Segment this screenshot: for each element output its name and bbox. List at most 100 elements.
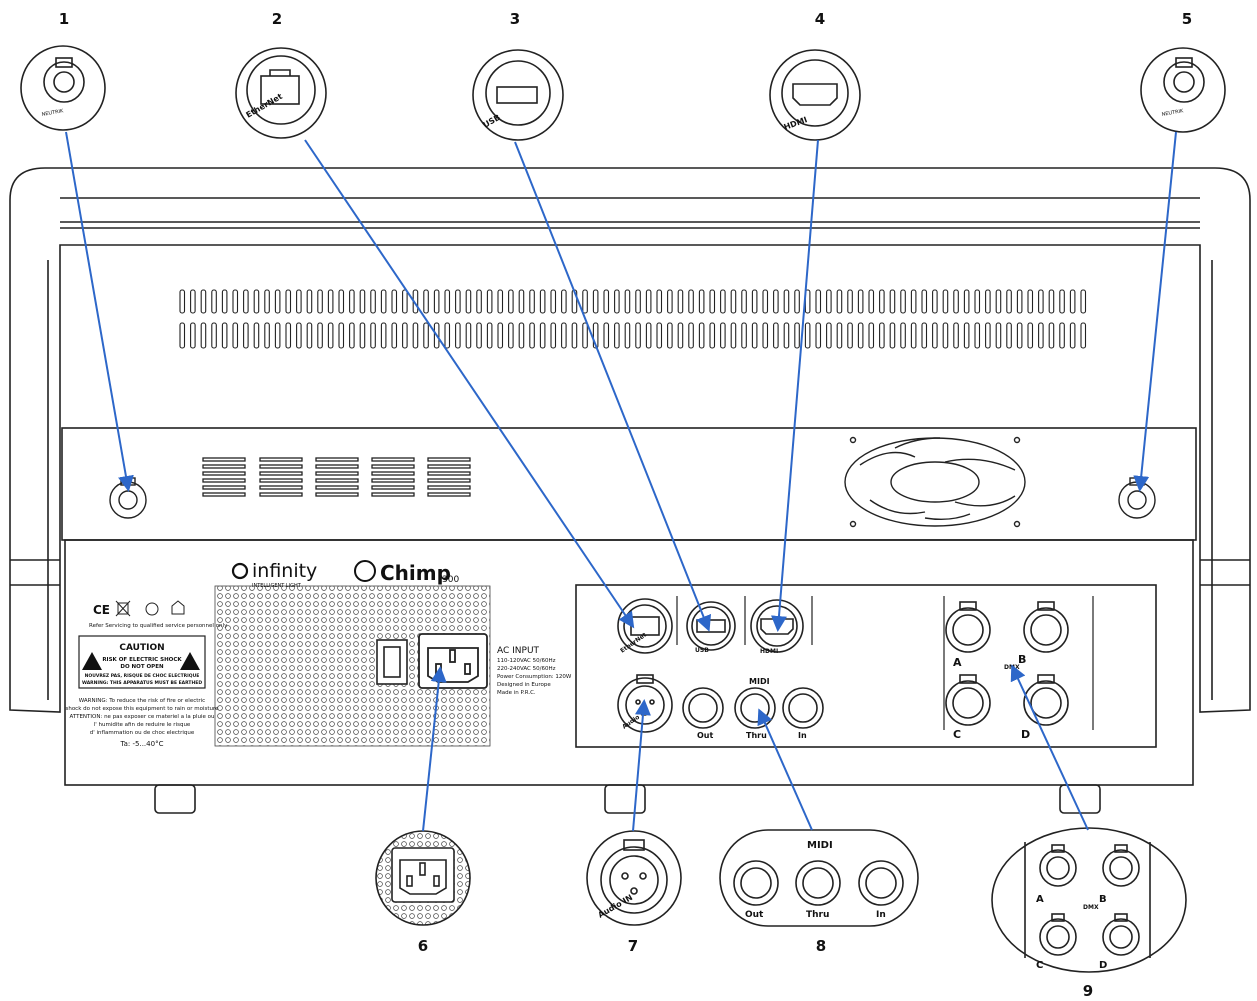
vent-slot	[476, 289, 482, 314]
vent-slot	[995, 322, 1002, 349]
grill-bar	[427, 457, 471, 462]
vent-slot	[794, 289, 800, 314]
safety-warn1: WARNING: To reduce the risk of fire or e…	[79, 698, 205, 704]
vent-slot	[826, 289, 832, 314]
grill-bar	[202, 492, 246, 497]
vent-slot	[879, 322, 885, 349]
vent-slot	[730, 322, 737, 349]
vent-slot	[327, 322, 334, 349]
vent-slot	[486, 289, 493, 314]
warning-triangle-icon	[82, 652, 102, 670]
vent-slot	[380, 322, 387, 349]
vent-slot	[476, 322, 482, 349]
vent-slot	[455, 289, 461, 314]
connector-panel	[575, 584, 1157, 748]
connector-dividers	[676, 596, 1094, 730]
callout-number-9: 9	[1083, 982, 1093, 1000]
vent-slot	[857, 289, 864, 314]
vent-slot	[221, 289, 228, 314]
vent-slot	[211, 289, 217, 314]
panel-dmx-d-label: D	[1021, 728, 1030, 741]
chimp-logo-icon	[354, 560, 376, 582]
vent-slot	[529, 289, 535, 314]
leader-line	[514, 141, 712, 632]
leader-line	[65, 131, 134, 492]
vent-slot	[624, 322, 631, 349]
vent-slot	[879, 289, 885, 314]
leader-line	[422, 666, 447, 832]
vent-slot	[1038, 289, 1044, 314]
vent-slot	[1027, 322, 1034, 349]
grill-bar	[315, 464, 359, 469]
safety-caution: CAUTION	[119, 643, 164, 653]
ac-input-line2: 220-240VAC 50/60Hz	[497, 666, 556, 672]
grill-bar	[371, 457, 415, 462]
callout-9-c-label: C	[1036, 960, 1043, 971]
vent-slot	[253, 322, 260, 349]
callout-number-8: 8	[816, 937, 826, 955]
grill-bar	[371, 471, 415, 476]
vent-slot	[645, 289, 652, 314]
vent-slot	[751, 289, 758, 314]
vent-slot	[274, 322, 281, 349]
vent-slot	[550, 322, 557, 349]
vent-slot	[338, 322, 345, 349]
callout-detail-1: NEUTRIK	[20, 45, 106, 131]
vent-slot	[190, 289, 196, 314]
vent-slot	[667, 322, 673, 349]
vent-slot	[910, 289, 917, 314]
vent-slot	[603, 289, 610, 314]
vent-slot	[847, 322, 853, 349]
grill-bar	[427, 485, 471, 490]
vent-slot	[889, 289, 896, 314]
grill-bar	[202, 478, 246, 483]
vent-slot	[423, 289, 429, 314]
vent-slot	[645, 322, 652, 349]
vent-slot	[974, 289, 981, 314]
safety-warn3: ATTENTION: ne pas exposer ce materiel a …	[70, 714, 215, 720]
vent-slot	[497, 322, 504, 349]
vent-slot	[847, 289, 853, 314]
vent-slot	[232, 289, 239, 314]
vent-slot	[974, 322, 981, 349]
vent-slot	[539, 289, 546, 314]
vent-slot	[253, 289, 260, 314]
vent-slot	[391, 322, 398, 349]
leader-line	[1010, 664, 1089, 831]
grill-bar	[202, 464, 246, 469]
grill-bar	[259, 464, 303, 469]
vent-slot	[561, 322, 567, 349]
safety-risk2: DO NOT OPEN	[120, 664, 164, 670]
panel-midi-ports-icon	[682, 687, 824, 729]
grill-bar	[259, 471, 303, 476]
vent-slot	[200, 322, 207, 349]
vent-slot	[306, 322, 313, 349]
vent-slot	[190, 322, 196, 349]
fan-icon	[844, 436, 1026, 528]
ac-input-line3: Power Consumption: 120W	[497, 674, 572, 680]
vent-slot	[582, 289, 588, 314]
warning-triangle-icon	[180, 652, 200, 670]
vent-slot	[370, 289, 376, 314]
callout-number-1: 1	[59, 10, 69, 28]
vent-slot	[656, 322, 663, 349]
leader-line	[1133, 131, 1177, 492]
vent-slot	[518, 289, 525, 314]
vent-slot	[783, 289, 790, 314]
safety-warn5: d' inflammation ou de choc electrique	[90, 730, 195, 736]
vent-slot	[868, 289, 875, 314]
vent-slot	[1006, 289, 1012, 314]
panel-midi-out-label: Out	[697, 731, 713, 740]
vent-slot	[592, 322, 599, 349]
callout-1-label: NEUTRIK	[41, 108, 64, 118]
vent-slot	[963, 322, 970, 349]
vent-slot	[635, 322, 641, 349]
vent-slot	[465, 322, 472, 349]
callout-detail-4: HDMI	[769, 49, 861, 141]
vent-slot	[402, 322, 408, 349]
vent-slot	[730, 289, 737, 314]
vent-slot	[327, 289, 334, 314]
brand-maker: infinity	[252, 560, 317, 582]
